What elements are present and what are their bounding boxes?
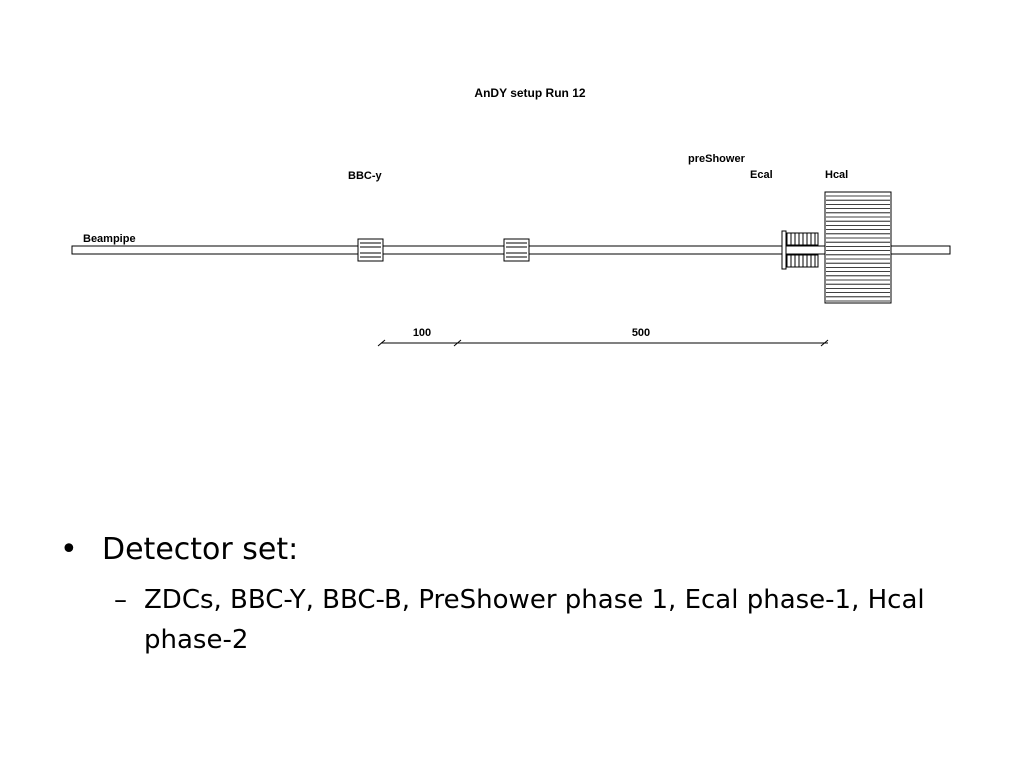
dimension-100-label: 100 xyxy=(413,327,431,339)
bbc-y-label: BBC-y xyxy=(348,170,382,182)
bullet-level1-text: Detector set: xyxy=(102,532,299,567)
andy-setup-diagram: AnDY setup Run 12 Beampipe BBC-y preShow… xyxy=(71,86,951,347)
hcal-label: Hcal xyxy=(825,169,848,181)
ecal-detector xyxy=(786,232,819,268)
hcal-detector xyxy=(824,191,892,304)
bullet-level2: – ZDCs, BBC-Y, BBC-B, PreShower phase 1,… xyxy=(102,580,980,660)
bullet-dot: • xyxy=(60,532,78,567)
beampipe-label: Beampipe xyxy=(83,233,136,245)
bbc-b-detector xyxy=(503,238,530,262)
bullet-level1: • Detector set: xyxy=(60,528,980,572)
ecal-label: Ecal xyxy=(750,169,773,181)
dimension-line xyxy=(377,339,829,347)
dimension-500-label: 500 xyxy=(632,327,650,339)
bbc-y-detector xyxy=(357,238,384,262)
bullet-list: • Detector set: – ZDCs, BBC-Y, BBC-B, Pr… xyxy=(60,528,980,660)
preshower-detector xyxy=(781,230,787,270)
diagram-title: AnDY setup Run 12 xyxy=(474,86,585,100)
preshower-label: preShower xyxy=(688,153,746,165)
bullet-level2-text: ZDCs, BBC-Y, BBC-B, PreShower phase 1, E… xyxy=(144,585,925,655)
bullet-dash: – xyxy=(114,585,127,615)
